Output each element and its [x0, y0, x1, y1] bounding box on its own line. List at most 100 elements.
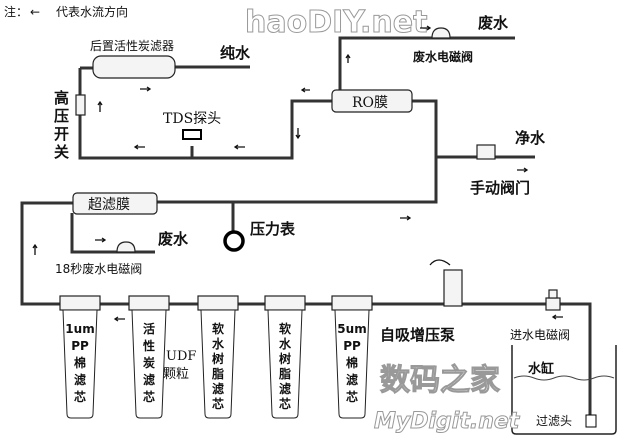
filter-label: 炭 [143, 355, 155, 370]
filter-label: 树 [212, 351, 224, 366]
note-prefix: 注： [4, 4, 28, 19]
filter-label: 水 [212, 336, 225, 351]
filter-cap [197, 295, 239, 311]
filter-label: PP [71, 339, 89, 353]
post-carbon-filter [92, 55, 176, 79]
booster-pump [443, 269, 463, 307]
filter-cap [59, 295, 101, 311]
pressure-gauge-label: 压力表 [250, 220, 296, 238]
svg-text:压: 压 [54, 107, 69, 125]
filter-label: PP [343, 339, 361, 353]
pipes [20, 36, 592, 425]
waste-valve-18s-label: 18秒废水电磁阀 [55, 261, 142, 276]
note-arrow: ← [30, 5, 40, 19]
pressure-gauge [223, 230, 245, 252]
arrow-up-icon [97, 100, 103, 112]
waste-valve-18s [116, 241, 136, 253]
ultrafilter-membrane [72, 192, 158, 215]
arrow-right-icon [400, 215, 412, 221]
waste-water-bottom-label: 废水 [158, 230, 189, 248]
filter-label: 性 [142, 338, 155, 353]
arrow-left-icon [233, 144, 245, 150]
filter-label: 5um [337, 322, 366, 336]
filter-label: 棉 [74, 355, 86, 370]
note-text: 代表水流方向 [56, 4, 128, 19]
pure-water-label: 纯水 [220, 44, 251, 62]
filter-label: 芯 [212, 396, 224, 411]
svg-text:关: 关 [54, 143, 69, 161]
high-pressure-switch [75, 94, 86, 116]
filter-label: 软 [212, 321, 224, 336]
water-tank [511, 345, 617, 435]
arrow-up-icon [32, 243, 38, 255]
filter-label: 芯 [143, 389, 155, 404]
waste-water-label: 废水 [478, 14, 509, 32]
arrow-left-icon [133, 144, 145, 150]
arrow-right-icon [420, 25, 432, 31]
post-carbon-label: 后置活性炭滤器 [90, 39, 174, 53]
filter-label: 棉 [346, 355, 358, 370]
filter-label: 滤 [212, 381, 224, 396]
filter-body [200, 309, 236, 419]
filter-body [62, 309, 98, 419]
arrow-right-icon [95, 237, 107, 243]
filter-body [334, 309, 370, 419]
arrow-left-icon [113, 316, 125, 322]
tds-probe [182, 129, 202, 140]
pump-wire [429, 259, 451, 266]
arrow-left-icon [300, 87, 310, 93]
tank-label: 水缸 [528, 361, 554, 377]
filter-body [131, 309, 167, 419]
inlet-solenoid-valve [545, 297, 561, 311]
filter-cap [331, 295, 373, 311]
filter-label: 脂 [278, 366, 291, 381]
filter-head-label: 过滤头 [536, 414, 572, 428]
filter-label: 滤 [346, 372, 358, 387]
arrow-up-icon [345, 53, 351, 63]
filter-cap [128, 295, 170, 311]
arrow-right-icon [517, 167, 529, 173]
filter-label: 树 [279, 351, 291, 366]
filter-head-icon [585, 414, 597, 428]
filter-label: 芯 [74, 389, 86, 404]
watermark-mydigit-en: MyDigit.net [374, 409, 521, 434]
ultrafilter-label: 超滤膜 [88, 197, 130, 213]
filter-label: 滤 [279, 381, 291, 396]
arrow-left-icon [551, 314, 563, 320]
udf-granules-label: 颗粒 [163, 367, 189, 382]
manual-valve-label: 手动阀门 [470, 179, 530, 197]
filter-label: 活 [143, 321, 155, 336]
waste-valve-label: 废水电磁阀 [413, 49, 473, 64]
ro-membrane [331, 89, 413, 113]
arrow-down-icon [295, 128, 301, 140]
filter-label: 芯 [279, 396, 291, 411]
flow-arrows [32, 25, 563, 322]
high-pressure-switch-label: 高 压 开 关 [54, 89, 69, 161]
filter-label: 芯 [346, 389, 358, 404]
filter-label: 滤 [74, 372, 86, 387]
waste-solenoid-valve [431, 27, 451, 39]
pump-label: 自吸增压泵 [380, 326, 455, 344]
filter-body [267, 309, 303, 419]
watermark-mydigit-cn: 数码之家 [380, 363, 500, 398]
filter-label: 软 [279, 321, 291, 336]
filter-label: 滤 [143, 372, 155, 387]
filter-label: 水 [279, 336, 292, 351]
udf-label: UDF [166, 349, 196, 364]
filter-label: 1um [65, 322, 94, 336]
svg-text:高: 高 [54, 89, 69, 107]
tds-probe-label: TDS探头 [163, 111, 221, 127]
svg-text:开: 开 [54, 125, 69, 143]
filter-label: 脂 [211, 366, 224, 381]
arrow-right-icon [140, 86, 152, 92]
ro-membrane-label: RO膜 [352, 95, 388, 111]
watermark-haodiy: haoDIY.net [245, 5, 427, 40]
manual-valve [476, 144, 496, 160]
clean-water-label: 净水 [515, 129, 546, 147]
inlet-valve-coil [548, 289, 558, 299]
